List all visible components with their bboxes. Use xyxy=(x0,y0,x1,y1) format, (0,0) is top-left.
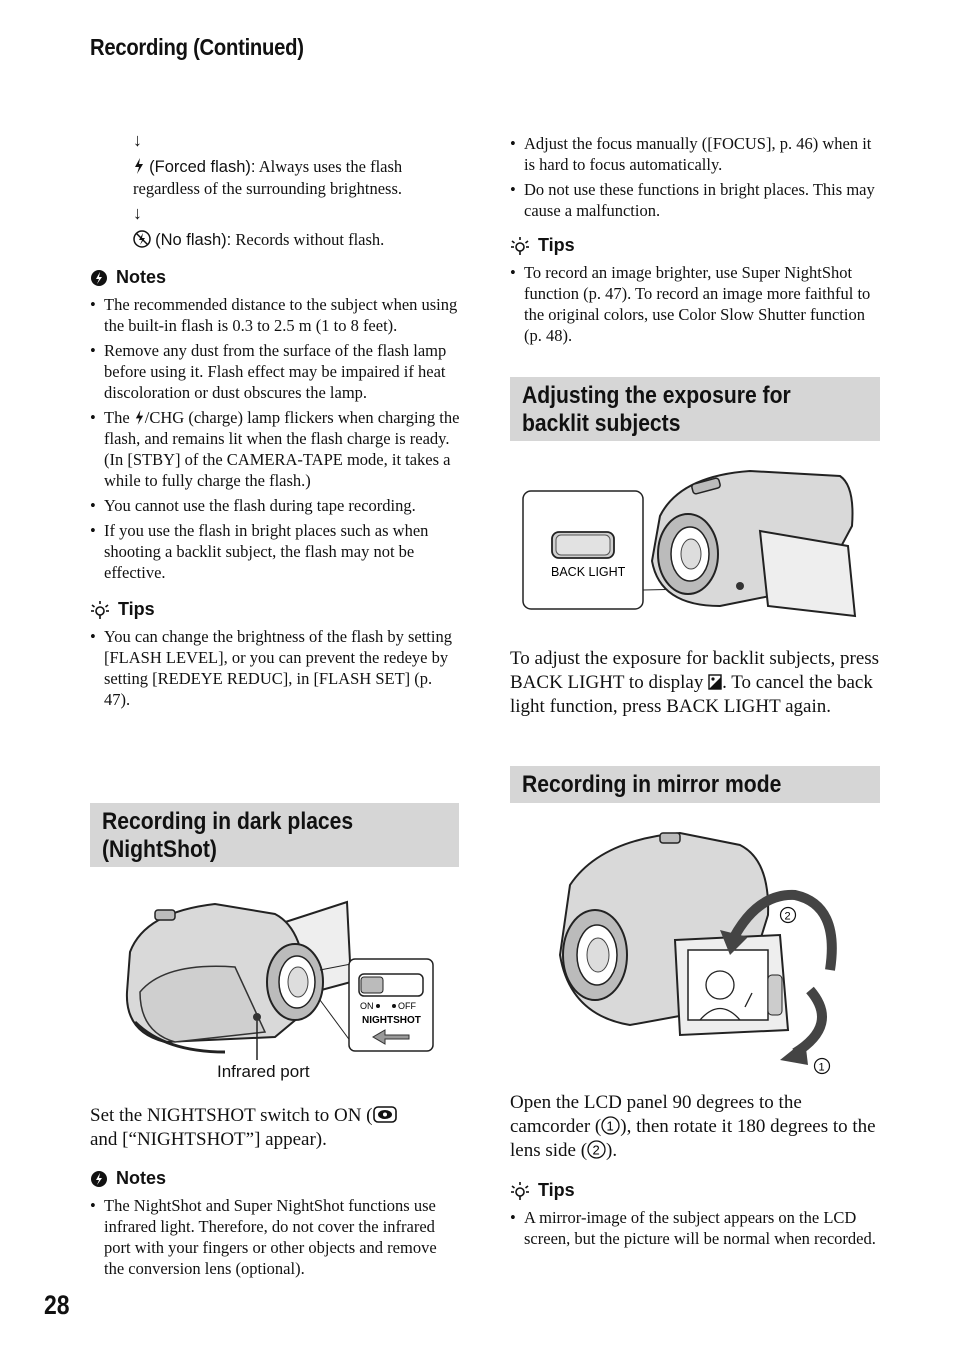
circled-one-icon: 1 xyxy=(601,1116,620,1135)
mirror-instruction: Open the LCD panel 90 degrees to the cam… xyxy=(510,1092,876,1161)
list-item: Do not use these functions in bright pla… xyxy=(510,179,880,221)
camcorder-illustration: BACK LIGHT xyxy=(522,469,857,618)
notes-list: The recommended distance to the subject … xyxy=(90,294,460,583)
list-item: You cannot use the flash during tape rec… xyxy=(90,495,460,516)
switch-off-label: OFF xyxy=(398,1001,416,1011)
notes-icon xyxy=(91,269,107,286)
list-item: Adjust the focus manually ([FOCUS], p. 4… xyxy=(510,133,880,175)
no-flash-text: Records without flash. xyxy=(235,230,385,249)
list-item: You can change the brightness of the fla… xyxy=(90,626,460,710)
back-light-button-label: BACK LIGHT xyxy=(551,565,626,579)
arrow-down-icon: ↓ xyxy=(133,203,142,223)
marker-2: 2 xyxy=(785,911,791,923)
svg-text:1: 1 xyxy=(607,1119,614,1134)
arrow-down-icon: ↓ xyxy=(133,130,142,150)
forced-flash-label: (Forced flash): xyxy=(149,158,256,176)
flash-icon xyxy=(135,410,143,425)
no-flash-icon xyxy=(133,230,151,248)
list-item: The recommended distance to the subject … xyxy=(90,294,460,336)
lightbulb-icon xyxy=(511,236,529,255)
notes-icon xyxy=(91,1170,107,1187)
nightshot-switch-label: NIGHTSHOT xyxy=(362,1015,421,1026)
right-column: Adjust the focus manually ([FOCUS], p. 4… xyxy=(510,133,880,350)
flash-icon xyxy=(135,158,143,174)
switch-on-label: ON xyxy=(360,1001,374,1011)
tips-heading: Tips xyxy=(510,1180,880,1201)
section-title-nightshot: Recording in dark places(NightShot) xyxy=(90,803,459,867)
no-flash-label: (No flash): xyxy=(155,231,232,249)
left-column: ↓ (Forced flash): Always uses the flash … xyxy=(90,130,460,714)
list-item: The /CHG (charge) lamp flickers when cha… xyxy=(90,407,460,491)
camcorder-illustration: ON OFF NIGHTSHOT xyxy=(125,900,434,1060)
notes-heading: Notes xyxy=(90,1168,460,1189)
backlight-illustration: BACK LIGHT xyxy=(520,466,870,626)
mirror-illustration: 2 1 xyxy=(540,825,840,1080)
list-item: The NightShot and Super NightShot functi… xyxy=(90,1195,460,1279)
forced-flash-text: Always uses the flash regardless of the … xyxy=(133,157,403,198)
mirror-tips: Tips A mirror-image of the subject appea… xyxy=(510,1180,880,1253)
circled-two-icon: 2 xyxy=(587,1140,606,1159)
backlight-icon xyxy=(708,674,722,690)
list-item: If you use the flash in bright places su… xyxy=(90,520,460,583)
tips-heading: Tips xyxy=(510,235,880,256)
infrared-port-label: Infrared port xyxy=(217,1062,310,1081)
nightshot-notes: Notes The NightShot and Super NightShot … xyxy=(90,1168,460,1283)
lightbulb-icon xyxy=(91,600,109,619)
svg-text:2: 2 xyxy=(593,1143,600,1158)
nightshot-instruction: Set the NIGHTSHOT switch to ON ( and [“N… xyxy=(90,1104,460,1152)
backlight-instruction: To adjust the exposure for backlit subje… xyxy=(510,648,880,717)
list-item: A mirror-image of the subject appears on… xyxy=(510,1207,880,1249)
marker-1: 1 xyxy=(819,1062,825,1074)
notes-heading: Notes xyxy=(90,267,460,288)
lightbulb-icon xyxy=(511,1181,529,1200)
flash-mode-sequence: ↓ (Forced flash): Always uses the flash … xyxy=(90,130,460,251)
nightshot-eye-icon xyxy=(372,1106,397,1123)
list-item: To record an image brighter, use Super N… xyxy=(510,262,880,346)
page-header: Recording (Continued) xyxy=(90,34,304,60)
page-number: 28 xyxy=(44,1290,70,1320)
tips-heading: Tips xyxy=(90,599,460,620)
list-item: Remove any dust from the surface of the … xyxy=(90,340,460,403)
camcorder-illustration: 2 1 xyxy=(558,831,837,1075)
nightshot-illustration: ON OFF NIGHTSHOT Infrared port xyxy=(105,892,440,1087)
section-title-mirror: Recording in mirror mode xyxy=(510,766,880,803)
